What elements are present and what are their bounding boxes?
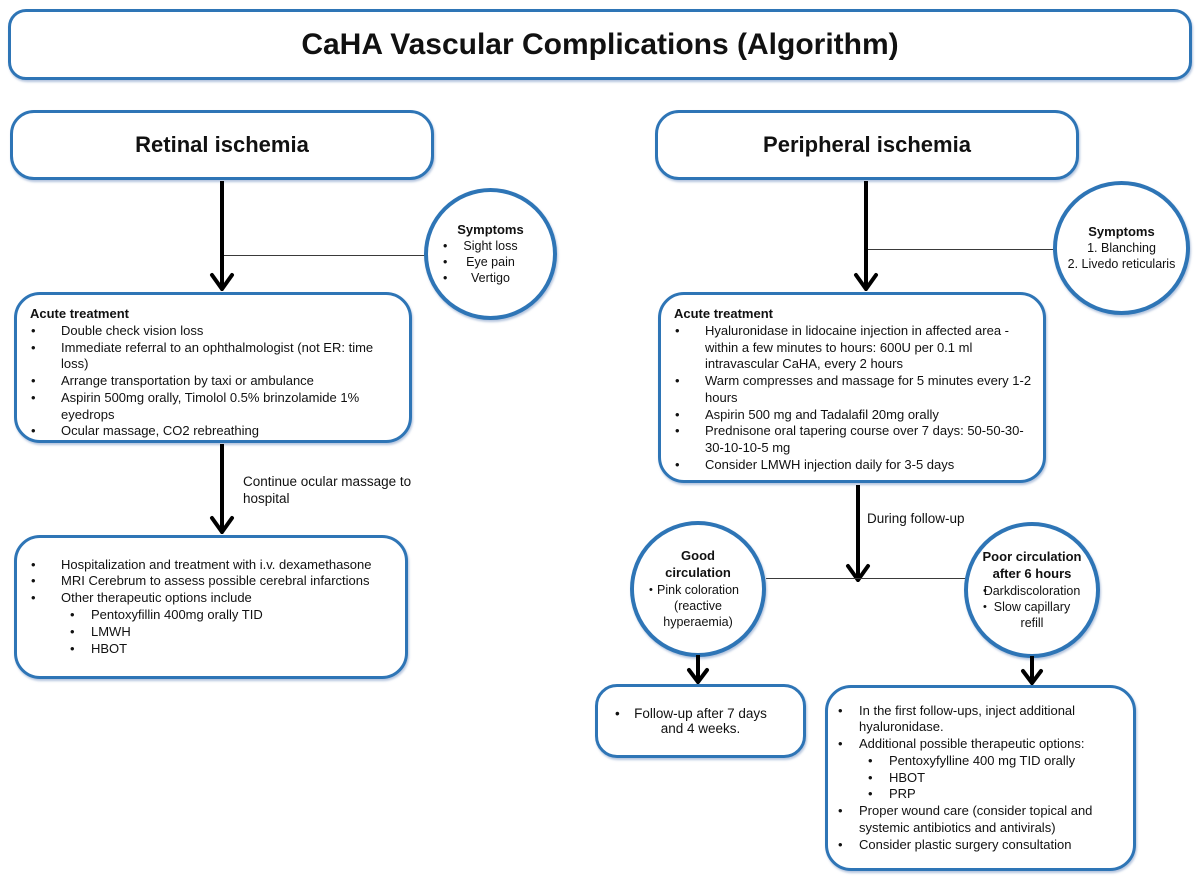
list-item: Double check vision loss bbox=[30, 323, 401, 340]
arrow-down-icon bbox=[210, 444, 234, 534]
followup-box: Follow-up after 7 days and 4 weeks. bbox=[595, 684, 806, 758]
list-item: Hyaluronidase in lidocaine injection in … bbox=[674, 323, 1035, 373]
arrow-down-icon bbox=[854, 181, 878, 291]
circle-item: Slow capillary refill bbox=[968, 599, 1096, 631]
list-item: MRI Cerebrum to assess possible cerebral… bbox=[30, 573, 397, 590]
arrow-down-icon bbox=[210, 181, 234, 291]
list-item: Consider plastic surgery consultation bbox=[837, 837, 1127, 854]
acute-treatment-title: Acute treatment bbox=[30, 306, 129, 321]
retinal-hospital-box: Hospitalization and treatment with i.v. … bbox=[14, 535, 408, 679]
connector-line bbox=[766, 578, 966, 579]
list-item: Hospitalization and treatment with i.v. … bbox=[30, 557, 397, 574]
title-box: CaHA Vascular Complications (Algorithm) bbox=[8, 9, 1192, 80]
list-item: Aspirin 500 mg and Tadalafil 20mg orally bbox=[674, 407, 1035, 424]
good-circulation-title: Good circulation bbox=[665, 548, 731, 580]
arrow-label-continue: Continue ocular massage to hospital bbox=[243, 474, 412, 506]
page-title: CaHA Vascular Complications (Algorithm) bbox=[301, 27, 899, 61]
symptoms-title: Symptoms bbox=[457, 221, 524, 237]
arrow-down-icon bbox=[1021, 656, 1043, 685]
symptom-item: 1. Blanching bbox=[1087, 241, 1156, 256]
sub-list-item: Pentoxyfylline 400 mg TID orally bbox=[859, 753, 1127, 770]
arrow-down-icon bbox=[687, 655, 709, 684]
peripheral-treatment-box: In the first follow-ups, inject addition… bbox=[825, 685, 1136, 871]
circle-item: Darkdiscoloration bbox=[968, 583, 1096, 599]
list-item: Aspirin 500mg orally, Timolol 0.5% brinz… bbox=[30, 390, 401, 424]
acute-treatment-title: Acute treatment bbox=[674, 306, 773, 321]
retinal-acute-box: Acute treatment Double check vision loss… bbox=[14, 292, 412, 443]
poor-circulation-title: Poor circulation after 6 hours bbox=[982, 549, 1082, 581]
list-item: Immediate referral to an ophthalmologist… bbox=[30, 340, 401, 374]
peripheral-acute-box: Acute treatment Hyaluronidase in lidocai… bbox=[658, 292, 1046, 483]
symptoms-title: Symptoms bbox=[1088, 223, 1155, 239]
symptom-item: Vertigo bbox=[428, 270, 553, 286]
list-item: Warm compresses and massage for 5 minute… bbox=[674, 373, 1035, 407]
connector-line bbox=[868, 249, 1055, 250]
symptom-item: 2. Livedo reticularis bbox=[1067, 257, 1176, 272]
retinal-header-box: Retinal ischemia bbox=[10, 110, 434, 180]
list-item: Prednisone oral tapering course over 7 d… bbox=[674, 423, 1035, 457]
good-circulation-circle: Good circulation Pink coloration (reacti… bbox=[630, 521, 766, 657]
list-item: Other therapeutic options include Pentox… bbox=[30, 590, 397, 657]
list-item: Additional possible therapeutic options:… bbox=[837, 736, 1127, 803]
symptom-item: Sight loss bbox=[428, 238, 553, 254]
connector-line bbox=[224, 255, 426, 256]
list-item: Arrange transportation by taxi or ambula… bbox=[30, 373, 401, 390]
retinal-symptoms-circle: Symptoms Sight loss Eye pain Vertigo bbox=[424, 188, 557, 320]
list-item: Ocular massage, CO2 rebreathing bbox=[30, 423, 401, 440]
peripheral-header-box: Peripheral ischemia bbox=[655, 110, 1079, 180]
circle-item: Pink coloration (reactive hyperaemia) bbox=[634, 582, 762, 630]
list-item: Consider LMWH injection daily for 3-5 da… bbox=[674, 457, 1035, 474]
peripheral-symptoms-circle: Symptoms 1. Blanching 2. Livedo reticula… bbox=[1053, 181, 1190, 315]
peripheral-header-label: Peripheral ischemia bbox=[763, 132, 971, 157]
arrow-label-during-followup: During follow-up bbox=[867, 511, 965, 526]
sub-list-item: HBOT bbox=[61, 641, 397, 658]
list-item: Proper wound care (consider topical and … bbox=[837, 803, 1127, 837]
sub-list-item: Pentoxyfillin 400mg orally TID bbox=[61, 607, 397, 624]
list-item: In the first follow-ups, inject addition… bbox=[837, 703, 1127, 737]
retinal-header-label: Retinal ischemia bbox=[135, 132, 309, 157]
symptom-item: Eye pain bbox=[428, 254, 553, 270]
sub-list-item: LMWH bbox=[61, 624, 397, 641]
list-item: Follow-up after 7 days and 4 weeks. bbox=[598, 706, 803, 736]
sub-list-item: HBOT bbox=[859, 770, 1127, 787]
arrow-down-icon bbox=[846, 485, 870, 582]
sub-list-item: PRP bbox=[859, 786, 1127, 803]
poor-circulation-circle: Poor circulation after 6 hours Darkdisco… bbox=[964, 522, 1100, 658]
